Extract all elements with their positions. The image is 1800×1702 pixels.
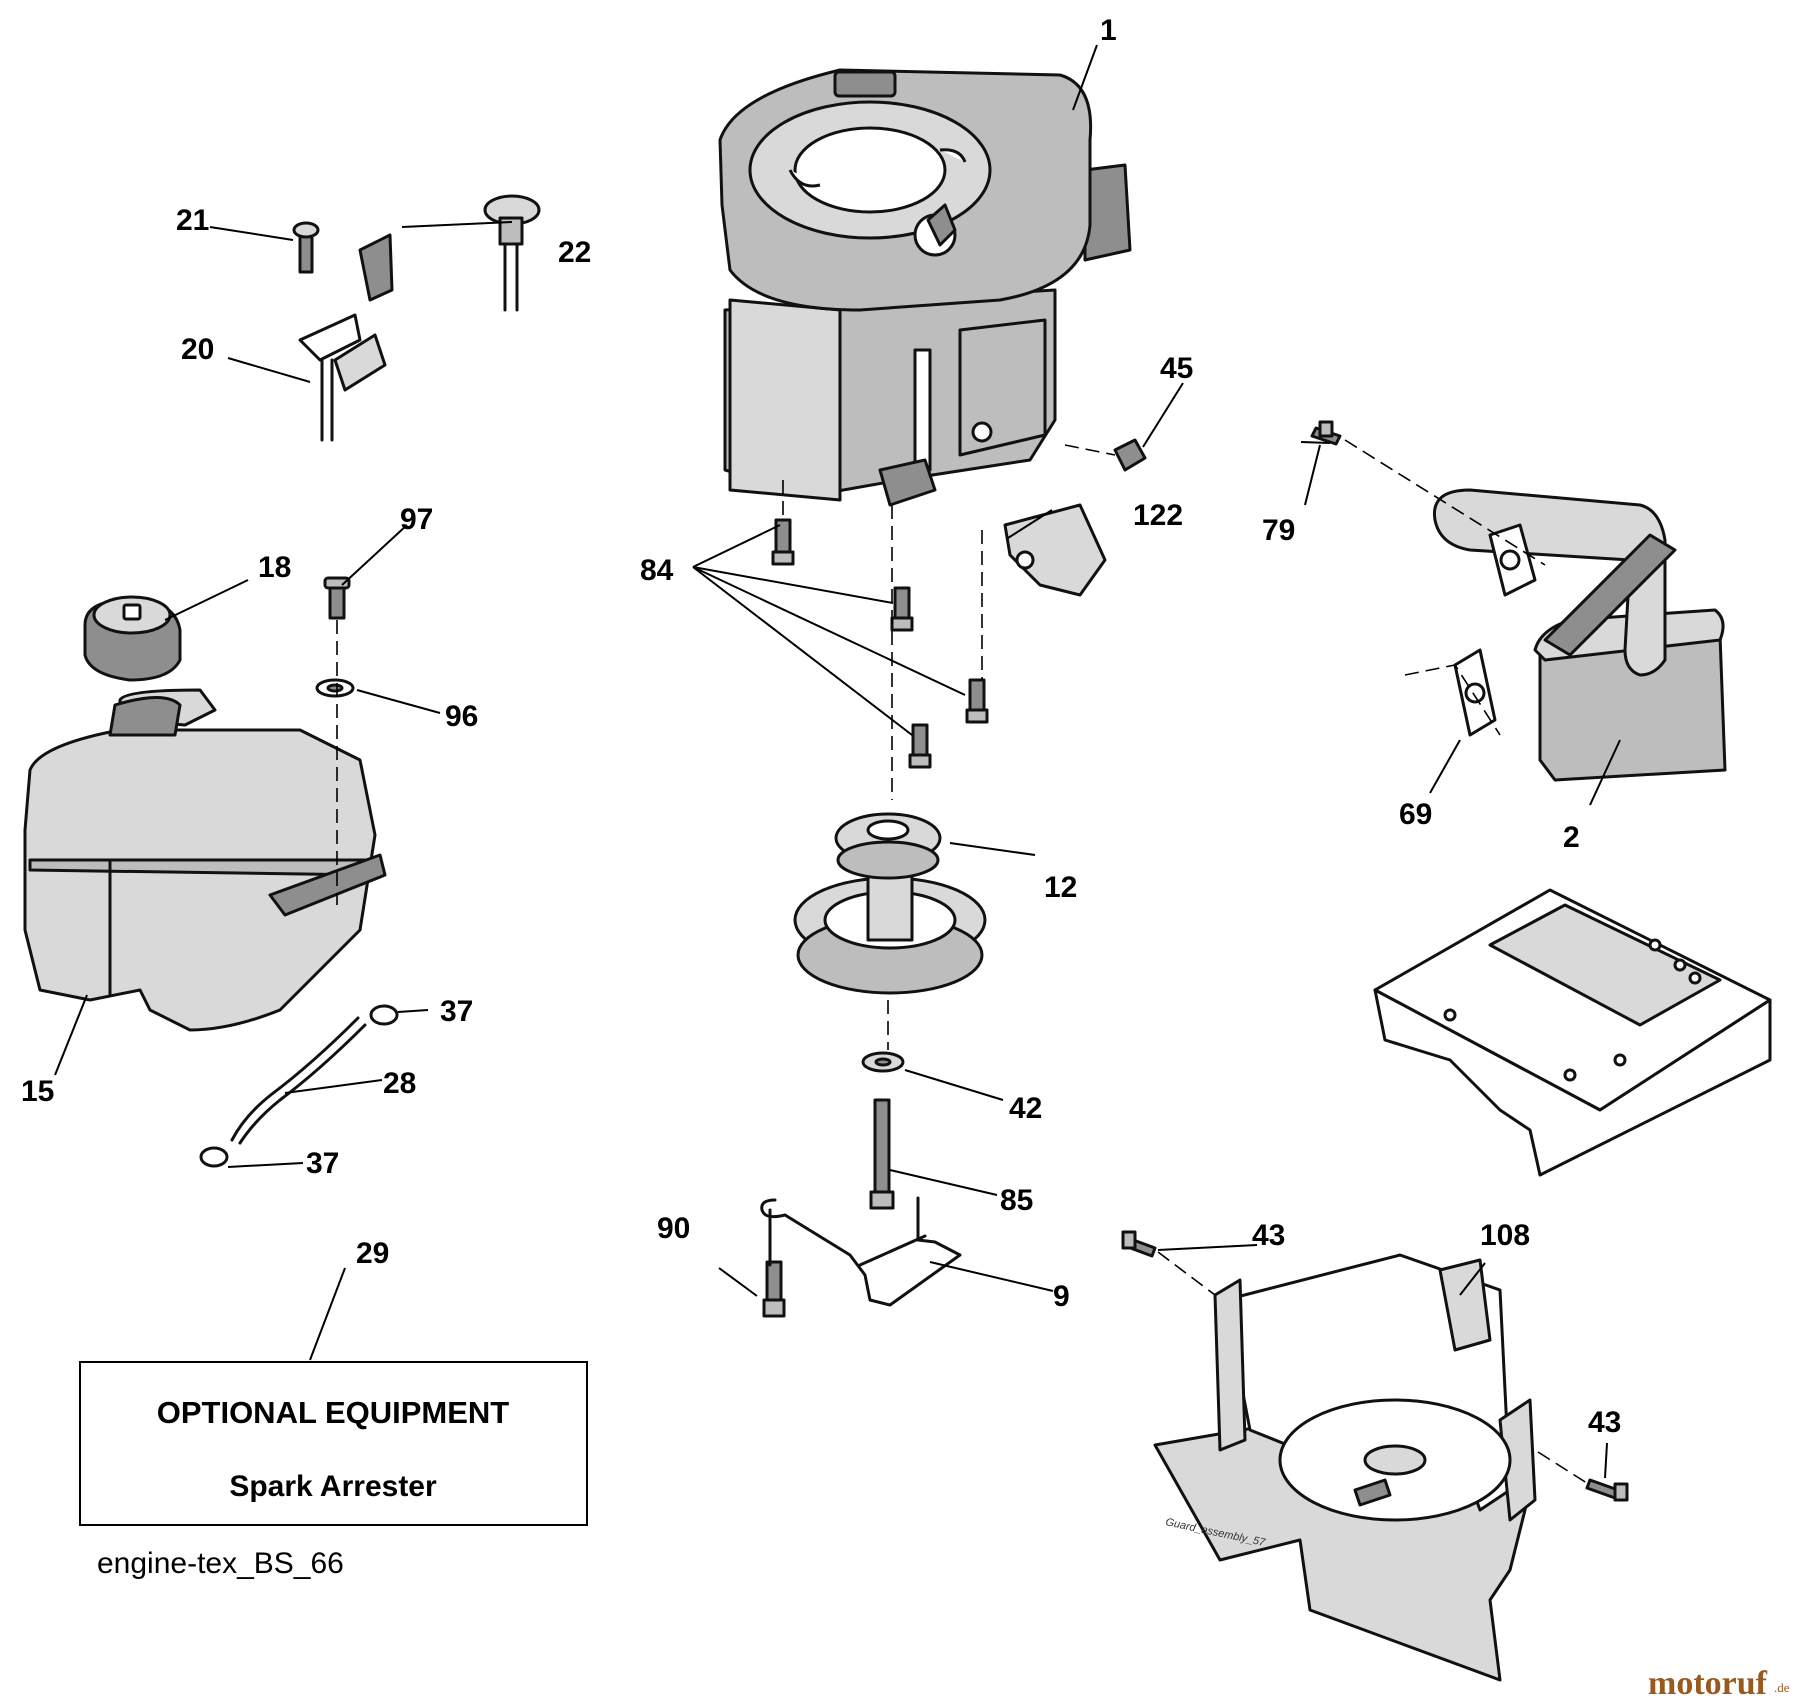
fuel-line-28 — [230, 1016, 367, 1145]
callout-29: 29 — [356, 1237, 389, 1270]
throttle-control-20 — [292, 221, 394, 442]
bracket-9 — [760, 1196, 962, 1307]
watermark-brand: motoruf — [1648, 1665, 1768, 1702]
optional-equipment-item: Spark Arrester — [229, 1470, 437, 1503]
optional-equipment-box: OPTIONAL EQUIPMENT Spark Arrester — [79, 1361, 588, 1526]
bolt-90 — [762, 1260, 786, 1318]
assembly-lines — [336, 439, 1591, 1486]
bolt-43-right — [1585, 1478, 1629, 1502]
callout-43-top: 43 — [1252, 1219, 1285, 1252]
callout-9: 9 — [1053, 1280, 1070, 1313]
callout-96: 96 — [445, 700, 478, 733]
diagram-reference-code: engine-tex_BS_66 — [97, 1547, 344, 1580]
callout-22: 22 — [558, 236, 591, 269]
washer-96 — [315, 678, 355, 698]
mount-plate-illustration — [1373, 888, 1772, 1177]
callout-90: 90 — [657, 1212, 690, 1245]
bolt-85 — [869, 1098, 895, 1210]
callout-37-bottom: 37 — [306, 1147, 339, 1180]
pulley-illustration — [793, 812, 987, 995]
clamp-37-top — [369, 1004, 399, 1026]
watermark-logo: motoruf .de — [1648, 1665, 1790, 1702]
gasket-illustration — [1453, 648, 1497, 737]
callout-20: 20 — [181, 333, 214, 366]
callout-28: 28 — [383, 1067, 416, 1100]
bolt-97 — [323, 576, 351, 620]
callout-122: 122 — [1133, 499, 1183, 532]
choke-knob-22 — [483, 194, 541, 312]
guard-assembly-illustration: Guard_assembly_57 — [1153, 1253, 1537, 1682]
callout-45: 45 — [1160, 352, 1193, 385]
watermark-suffix: .de — [1774, 1680, 1790, 1695]
shield-122 — [1003, 503, 1107, 597]
callout-108: 108 — [1480, 1219, 1530, 1252]
engine-illustration — [718, 68, 1132, 507]
muffler-illustration — [1432, 488, 1727, 782]
callout-15: 15 — [21, 1075, 54, 1108]
bolt-84-d — [908, 723, 932, 769]
leader-lines — [54, 44, 1621, 1479]
bolt-84-b — [890, 586, 914, 632]
callout-84: 84 — [640, 554, 674, 587]
callout-21: 21 — [176, 204, 209, 237]
optional-equipment-title: OPTIONAL EQUIPMENT — [157, 1395, 510, 1430]
callout-79: 79 — [1262, 514, 1295, 547]
bolt-84-c — [965, 678, 989, 724]
callout-37-top: 37 — [440, 995, 473, 1028]
callout-43-bottom: 43 — [1588, 1406, 1621, 1439]
callout-97: 97 — [400, 503, 433, 536]
callout-1: 1 — [1100, 14, 1117, 47]
bolt-43-left — [1121, 1230, 1157, 1258]
clamp-37-bottom — [199, 1146, 229, 1168]
callout-2: 2 — [1563, 821, 1580, 854]
washer-42 — [861, 1051, 905, 1073]
callout-69: 69 — [1399, 798, 1432, 831]
bolt-84-a — [771, 518, 795, 566]
fuel-cap-illustration — [83, 595, 182, 682]
fuel-tank-illustration — [23, 688, 387, 1032]
nut-45 — [1113, 438, 1147, 472]
callout-85: 85 — [1000, 1184, 1033, 1217]
callout-12: 12 — [1044, 871, 1077, 904]
bolt-79 — [1310, 420, 1342, 446]
callout-42: 42 — [1009, 1092, 1042, 1125]
callout-18: 18 — [258, 551, 291, 584]
